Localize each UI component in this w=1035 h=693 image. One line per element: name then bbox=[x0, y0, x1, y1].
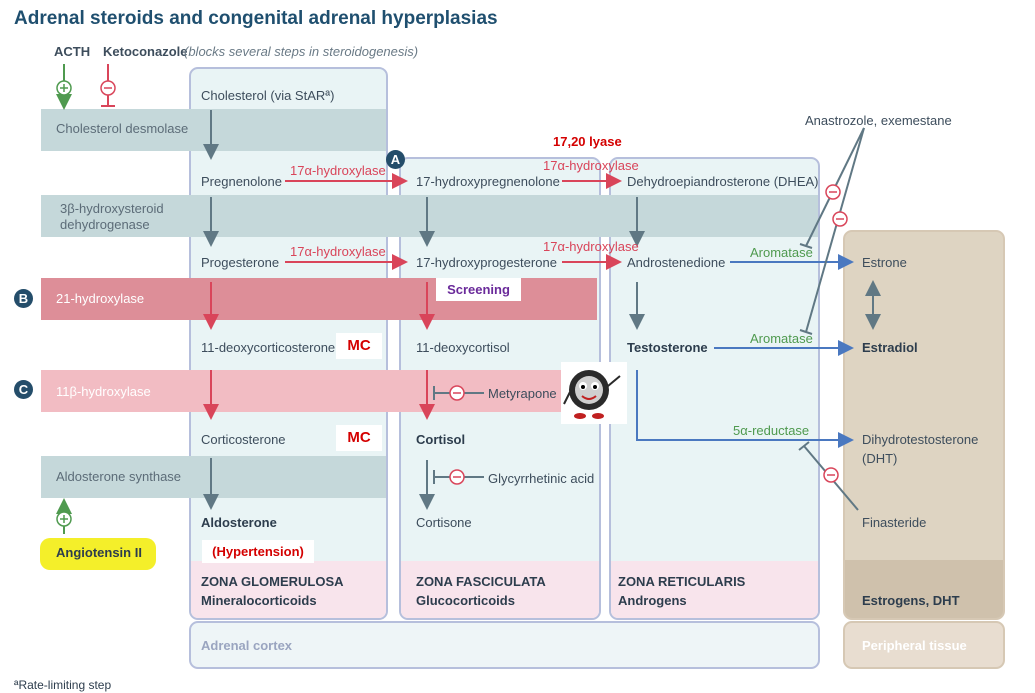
ketoconazole-note: (blocks several steps in steroidogenesis… bbox=[184, 44, 419, 59]
zone-glomerulosa-title: ZONA GLOMERULOSA bbox=[201, 574, 344, 589]
hydroxyprogesterone-label: 17-hydroxyprogesterone bbox=[416, 255, 557, 270]
mc-annotation-2: MC bbox=[336, 425, 382, 451]
aldosterone-synthase-label: Aldosterone synthase bbox=[56, 469, 182, 484]
dht-label-line2: (DHT) bbox=[862, 451, 898, 466]
adrenal-cortex-footer bbox=[189, 621, 820, 669]
zone-reticularis-sub: Androgens bbox=[618, 593, 687, 608]
dhea-label: Dehydroepiandrosterone (DHEA) bbox=[627, 174, 819, 189]
mascot-image bbox=[561, 362, 627, 424]
aldosterone-synthase-band bbox=[41, 456, 386, 498]
stimulation-signs bbox=[56, 80, 72, 527]
page-title: Adrenal steroids and congenital adrenal … bbox=[14, 8, 498, 29]
hydroxypregnenolone-label: 17-hydroxypregnenolone bbox=[416, 174, 560, 189]
lyase-label: 17,20 lyase bbox=[553, 134, 622, 149]
marker-c: C bbox=[14, 380, 33, 399]
cholesterol-desmolase-label: Cholesterol desmolase bbox=[56, 121, 189, 136]
zone-fasciculata-title: ZONA FASCICULATA bbox=[416, 574, 546, 589]
angiotensin-label: Angiotensin II bbox=[56, 545, 142, 560]
acth-label: ACTH bbox=[54, 44, 91, 59]
hydroxylase-11b-band bbox=[41, 370, 597, 412]
ketoconazole-label: Ketoconazole bbox=[103, 44, 188, 59]
peripheral-tissue-footer bbox=[843, 621, 1005, 669]
hydroxylase-21-label: 21-hydroxylase bbox=[56, 291, 145, 306]
inhibition-signs bbox=[100, 80, 848, 485]
zone-reticularis-title: ZONA RETICULARIS bbox=[618, 574, 746, 589]
androstenedione-label: Androstenedione bbox=[627, 255, 726, 270]
finasteride-label: Finasteride bbox=[862, 515, 927, 530]
metyrapone-label: Metyrapone bbox=[488, 386, 557, 401]
hsd-band bbox=[41, 195, 818, 237]
hypertension-annotation: (Hypertension) bbox=[202, 540, 314, 563]
testosterone-label: Testosterone bbox=[627, 340, 708, 355]
peripheral-tissue-panel bbox=[843, 230, 1005, 620]
progesterone-label: Progesterone bbox=[201, 255, 280, 270]
marker-b: B bbox=[14, 289, 33, 308]
zone-peripheral-sub: Estrogens, DHT bbox=[862, 593, 960, 608]
mc-annotation-1: MC bbox=[336, 333, 382, 359]
aromatase-label-2: Aromatase bbox=[750, 331, 813, 346]
corticosterone-label: Corticosterone bbox=[201, 432, 286, 447]
reductase5a-label: 5α-reductase bbox=[733, 423, 810, 438]
glycyrrhetinic-label: Glycyrrhetinic acid bbox=[488, 471, 595, 486]
anastrozole-label: Anastrozole, exemestane bbox=[805, 113, 952, 128]
aldosterone-label: Aldosterone bbox=[201, 515, 277, 530]
zone-glomerulosa-sub: Mineralocorticoids bbox=[201, 593, 317, 608]
hydroxylase-11b-label: 11β-hydroxylase bbox=[56, 384, 151, 399]
cortisol-label: Cortisol bbox=[416, 432, 466, 447]
hydroxylase17a-label-3: 17α-hydroxylase bbox=[543, 158, 639, 173]
estrone-label: Estrone bbox=[862, 255, 907, 270]
angiotensin-highlight bbox=[40, 538, 156, 570]
screening-annotation: Screening bbox=[436, 278, 521, 301]
hydroxylase17a-label-1: 17α-hydroxylase bbox=[290, 163, 386, 178]
deoxycorticosterone-label: 11-deoxycorticosterone bbox=[201, 340, 336, 355]
hydroxylase17a-label-2: 17α-hydroxylase bbox=[290, 244, 386, 259]
hydroxylase17a-label-4: 17α-hydroxylase bbox=[543, 239, 639, 254]
cortisone-label: Cortisone bbox=[416, 515, 472, 530]
deoxycortisol-label: 11-deoxycortisol bbox=[416, 340, 510, 355]
estradiol-label: Estradiol bbox=[862, 340, 918, 355]
hsd-label-line2: dehydrogenase bbox=[60, 217, 150, 232]
marker-a: A bbox=[386, 150, 405, 169]
cholesterol-label: Cholesterol (via StARª) bbox=[201, 88, 335, 103]
peripheral-tissue-label: Peripheral tissue bbox=[862, 638, 967, 653]
adrenal-cortex-label: Adrenal cortex bbox=[201, 638, 293, 653]
dht-label-line1: Dihydrotestosterone bbox=[862, 432, 979, 447]
pregnenolone-label: Pregnenolone bbox=[201, 174, 282, 189]
hsd-label-line1: 3β-hydroxysteroid bbox=[60, 201, 164, 216]
footnote: ªRate-limiting step bbox=[14, 678, 112, 692]
aromatase-label-1: Aromatase bbox=[750, 245, 813, 260]
zone-fasciculata-sub: Glucocorticoids bbox=[416, 593, 515, 608]
